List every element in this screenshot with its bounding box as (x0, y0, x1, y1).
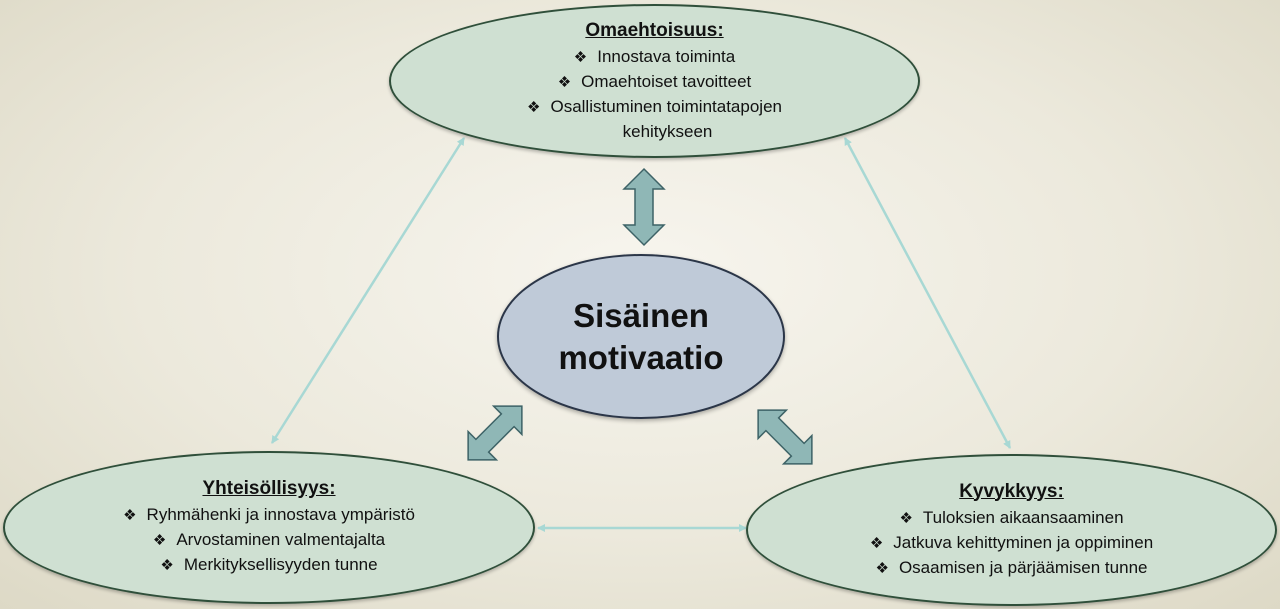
diamond-bullet-icon: ❖ (527, 98, 541, 116)
diamond-bullet-icon: ❖ (875, 559, 889, 577)
double-arrow-right-center (743, 395, 827, 479)
diamond-bullet-icon: ❖ (899, 509, 913, 527)
ellipse-yhteisollisyys: Yhteisöllisyys: ❖ Ryhmähenki ja innostava… (3, 451, 535, 604)
list-item-text: Osallistuminen toimintatapojen (550, 96, 782, 116)
list-item: ❖ Tuloksien aikaansaaminen (870, 506, 1153, 531)
list-item-text: Ryhmähenki ja innostava ympäristö (146, 505, 415, 524)
list-item-text: Arvostaminen valmentajalta (176, 530, 386, 549)
center-label-line-2: motivaatio (558, 338, 724, 376)
list-item-text: Jatkuva kehittyminen ja oppiminen (893, 532, 1154, 552)
ellipse-kyvykkyys: Kyvykkyys: ❖Tuloksien aikaansaaminen ❖Ja… (746, 454, 1277, 606)
double-arrow-left-center (453, 391, 537, 475)
list-item: ❖ Omaehtoiset tavoitteet (527, 70, 782, 95)
omaehtoisuus-title: Omaehtoisuus: (585, 19, 724, 41)
list-item-text: Osaamisen ja pärjäämisen tunne (898, 557, 1148, 577)
list-item-text: Omaehtoiset tavoitteet (581, 71, 752, 91)
list-item: ❖ Arvostaminen valmentajalta (123, 528, 415, 553)
thin-arrow-left-top (270, 137, 466, 444)
list-item-text: Merkityksellisyyden tunne (183, 555, 378, 574)
diamond-bullet-icon: ❖ (557, 73, 572, 91)
list-item: ❖ Osaamisen ja pärjäämisen tunne (870, 556, 1153, 581)
diamond-bullet-icon: ❖ (869, 534, 884, 552)
double-arrow-top-center (623, 168, 665, 246)
list-item-continuation: kehitykseen (527, 120, 782, 144)
list-item-text: kehitykseen (622, 121, 713, 141)
list-item: ❖ Merkityksellisyyden tunne (123, 553, 415, 578)
diamond-bullet-icon: ❖ (160, 557, 174, 574)
diamond-bullet-icon: ❖ (152, 532, 167, 549)
thin-arrow-top-right (843, 137, 1012, 449)
yhteisollisyys-title: Yhteisöllisyys: (202, 478, 336, 499)
omaehtoisuus-list: ❖ Innostava toiminta ❖ Omaehtoiset tavoitt… (527, 45, 782, 144)
list-item: ❖ Innostava toiminta (527, 45, 782, 70)
center-label-line-1: Sisäinen (573, 296, 709, 334)
list-item: ❖ Osallistuminen toimintatapojen (527, 95, 782, 120)
diamond-bullet-icon: ❖ (573, 48, 588, 66)
diamond-bullet-icon: ❖ (123, 507, 137, 524)
kyvykkyys-title: Kyvykkyys: (959, 480, 1064, 502)
list-item-text: Tuloksien aikaansaaminen (922, 507, 1124, 527)
list-item-text: Innostava toiminta (597, 46, 736, 66)
kyvykkyys-list: ❖Tuloksien aikaansaaminen ❖Jatkuva kehit… (870, 506, 1153, 581)
yhteisollisyys-list: ❖Ryhmähenki ja innostava ympäristö ❖Arvo… (123, 503, 415, 578)
list-item: ❖ Ryhmähenki ja innostava ympäristö (123, 503, 415, 528)
ellipse-omaehtoisuus: Omaehtoisuus: ❖ Innostava toiminta ❖ Omaeh… (389, 4, 920, 158)
ellipse-sisainen-motivaatio: Sisäinen motivaatio (497, 254, 785, 419)
list-item: ❖ Jatkuva kehittyminen ja oppiminen (870, 531, 1153, 556)
